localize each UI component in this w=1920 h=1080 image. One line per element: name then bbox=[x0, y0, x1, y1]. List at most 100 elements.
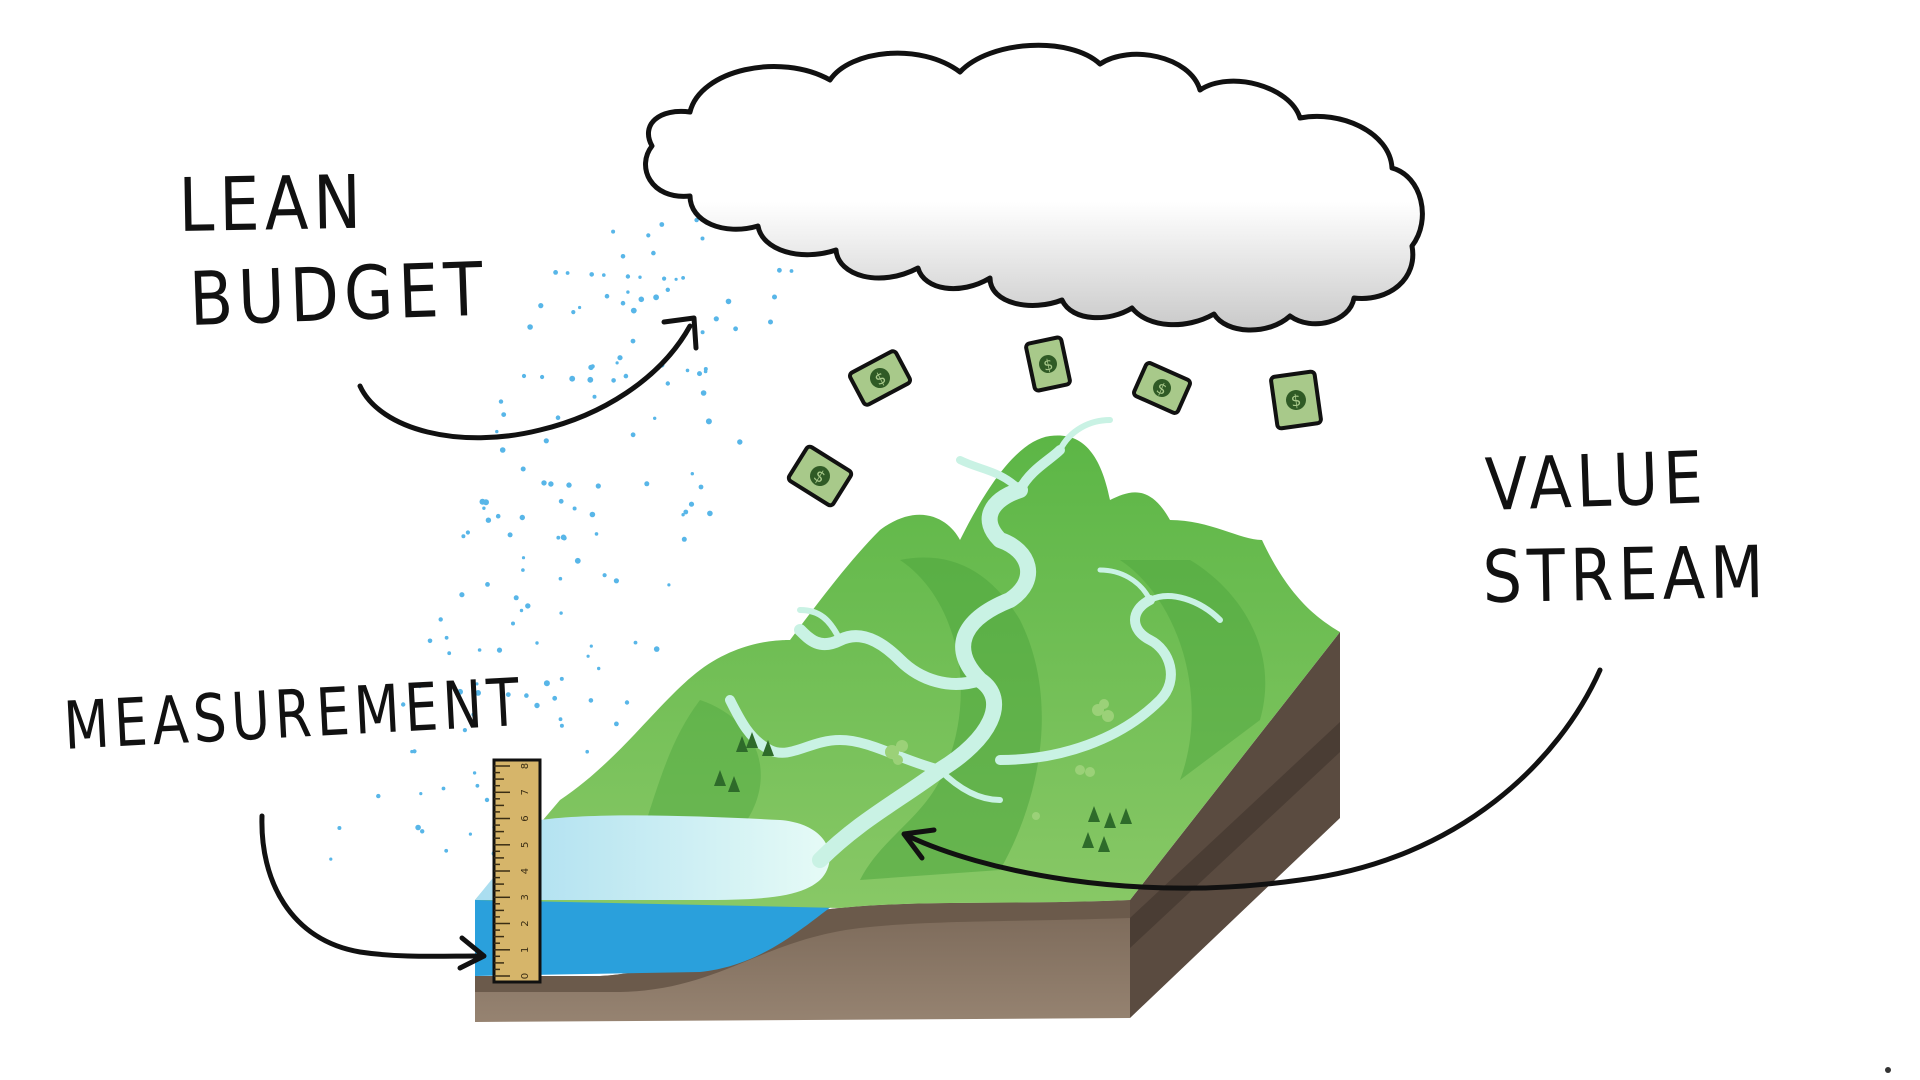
ruler-number: 2 bbox=[520, 920, 531, 926]
rain-drop bbox=[624, 700, 630, 705]
arrows bbox=[259, 315, 1603, 971]
rain-drop bbox=[559, 676, 564, 681]
rain-drop bbox=[703, 367, 708, 371]
ruler-number: 1 bbox=[520, 947, 531, 953]
arrow-value-stream bbox=[901, 667, 1603, 891]
rain-drop bbox=[519, 514, 525, 521]
rain-drop bbox=[561, 535, 567, 541]
ruler-number: 5 bbox=[520, 842, 531, 848]
rain-drop bbox=[681, 536, 687, 542]
rain-drop bbox=[574, 557, 581, 564]
rain-drop bbox=[646, 233, 651, 238]
pine-tree-icon bbox=[746, 732, 758, 748]
rain-drop bbox=[553, 270, 558, 275]
rain-drop bbox=[457, 688, 463, 695]
rain-drop bbox=[543, 680, 550, 687]
rain-drop bbox=[617, 355, 623, 361]
svg-text:$: $ bbox=[1042, 355, 1055, 375]
rain-drop bbox=[559, 723, 564, 728]
rain-drop bbox=[479, 498, 486, 505]
ruler-number: 3 bbox=[520, 894, 531, 900]
rain-drop bbox=[737, 439, 743, 445]
rain-drop bbox=[700, 330, 705, 335]
rain-drop bbox=[633, 640, 638, 645]
rain-drop bbox=[604, 293, 610, 299]
rain-drop bbox=[685, 368, 690, 373]
rain-drop bbox=[667, 583, 671, 587]
label-stream: Stream bbox=[1481, 530, 1770, 619]
rain-drop bbox=[587, 376, 594, 383]
arrow-measurement bbox=[259, 813, 487, 971]
rain-drop bbox=[337, 826, 342, 830]
rain-drop bbox=[578, 305, 582, 310]
rain-drop bbox=[412, 749, 417, 754]
pine-tree-icon bbox=[728, 776, 740, 792]
falling-money: $ $ $ $ $ bbox=[786, 335, 1323, 508]
rain-drop bbox=[415, 824, 421, 831]
rain-drop bbox=[555, 415, 561, 421]
dollar-bill-icon: $ bbox=[1132, 361, 1192, 415]
rain-drop bbox=[484, 797, 490, 803]
rain-drop bbox=[444, 848, 449, 853]
rain-drop bbox=[558, 717, 563, 722]
rain-drop bbox=[496, 647, 503, 653]
pine-tree-icon bbox=[736, 736, 748, 752]
rain-drop bbox=[681, 513, 685, 517]
rain-drop bbox=[615, 361, 619, 365]
pine-tree-icon bbox=[714, 770, 726, 786]
rain-drop bbox=[665, 381, 670, 386]
rain-drop bbox=[694, 217, 699, 223]
lake-surface bbox=[475, 815, 830, 900]
rain-drop bbox=[513, 595, 519, 601]
rain-drop bbox=[482, 506, 486, 510]
rain-drop bbox=[538, 303, 544, 309]
rain-drop bbox=[700, 390, 707, 396]
rain-drop bbox=[659, 222, 665, 227]
pine-tree-icon bbox=[1082, 832, 1094, 848]
rain-drop bbox=[620, 253, 626, 259]
rain-drop bbox=[465, 530, 470, 535]
rain-drop bbox=[498, 399, 504, 404]
rain-drop bbox=[565, 271, 570, 275]
rain-drop bbox=[507, 532, 513, 538]
rain-drop bbox=[602, 573, 607, 578]
rain-drop bbox=[485, 517, 492, 523]
rain-drop bbox=[521, 373, 527, 379]
rain-drop bbox=[777, 267, 782, 273]
pine-tree-icon bbox=[762, 740, 774, 756]
dollar-bill-icon: $ bbox=[1024, 335, 1072, 393]
dollar-bill-icon: $ bbox=[786, 444, 854, 508]
trees bbox=[714, 732, 1132, 852]
rain-drop bbox=[620, 300, 626, 306]
rain-drop bbox=[688, 501, 695, 507]
rain-drop bbox=[566, 482, 572, 488]
rain-drop bbox=[733, 326, 738, 332]
rain-drop bbox=[698, 484, 704, 490]
ruler-number: 4 bbox=[520, 868, 531, 874]
rain-drop bbox=[329, 857, 333, 861]
rain-drop bbox=[653, 646, 660, 652]
rain-drop bbox=[524, 693, 529, 698]
rain-drop bbox=[520, 466, 526, 472]
rain-drop bbox=[495, 429, 499, 434]
rain-drop bbox=[535, 641, 539, 645]
rain-drop bbox=[501, 412, 507, 417]
rain-drop bbox=[495, 513, 501, 519]
rain-drop bbox=[541, 480, 547, 486]
rain-drop bbox=[613, 578, 620, 584]
ruler-number: 0 bbox=[520, 973, 531, 979]
pine-tree-icon bbox=[1098, 836, 1110, 852]
rain-drop bbox=[548, 481, 554, 487]
rain-drop bbox=[559, 611, 563, 615]
dollar-bill-icon: $ bbox=[1269, 369, 1323, 431]
rain-drop bbox=[653, 416, 657, 420]
rain-drop bbox=[417, 683, 422, 689]
rain-drop bbox=[626, 290, 630, 294]
label-value: Value bbox=[1483, 435, 1710, 527]
rain-drop bbox=[589, 644, 593, 648]
rain-drop bbox=[653, 294, 659, 301]
rain-drop bbox=[475, 690, 481, 696]
rain-drop bbox=[505, 692, 511, 697]
